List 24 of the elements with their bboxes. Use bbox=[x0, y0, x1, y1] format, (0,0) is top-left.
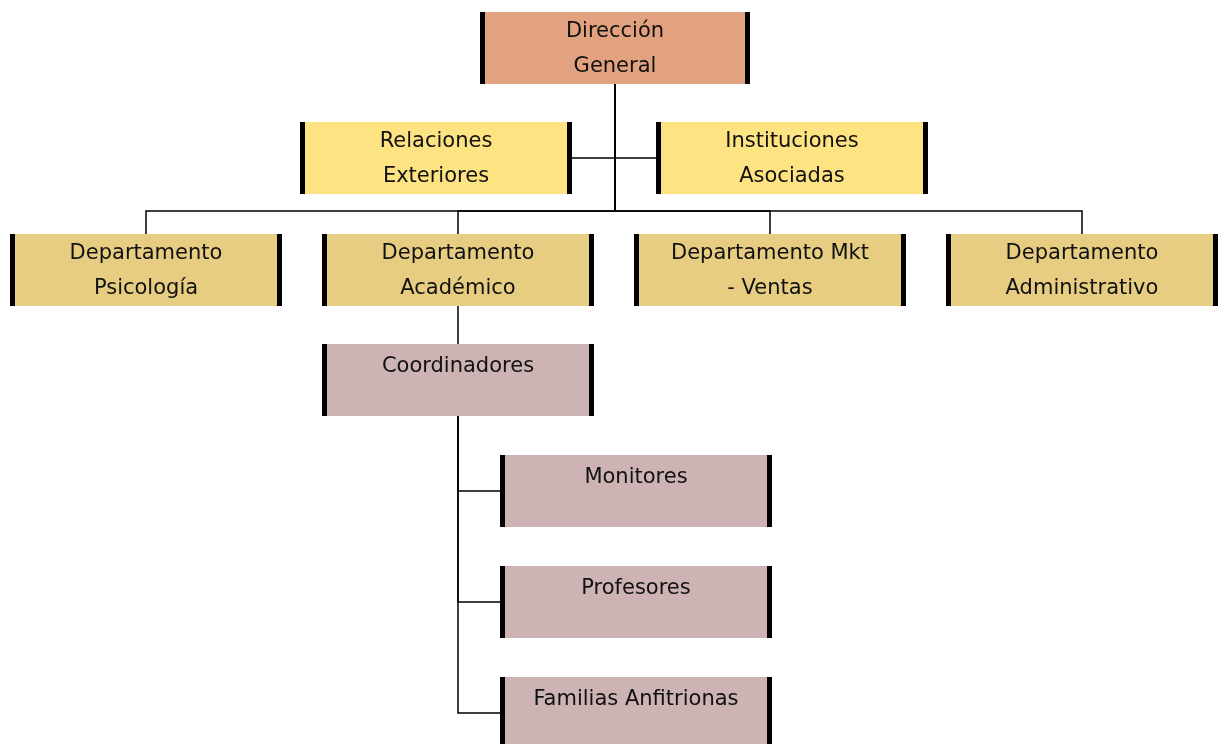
org-box bbox=[946, 234, 1218, 306]
org-box bbox=[322, 234, 594, 306]
org-box bbox=[10, 234, 282, 306]
box-label: Departamento Mkt - Ventas bbox=[670, 239, 870, 301]
org-box bbox=[500, 455, 772, 527]
box-label: Profesores bbox=[581, 574, 691, 601]
org-box bbox=[322, 344, 594, 416]
box-label: Dirección General bbox=[564, 17, 666, 79]
box-label: Relaciones Exteriores bbox=[378, 127, 494, 189]
org-box bbox=[500, 566, 772, 638]
org-box bbox=[634, 234, 906, 306]
box-label: Departamento Administrativo bbox=[1004, 239, 1160, 301]
box-label: Departamento Psicología bbox=[68, 239, 224, 301]
box-label: Coordinadores bbox=[381, 352, 535, 379]
box-label: Monitores bbox=[584, 463, 688, 490]
box-label: Departamento Académico bbox=[380, 239, 536, 301]
org-box bbox=[500, 677, 772, 744]
org-box bbox=[480, 12, 750, 84]
box-label: Familias Anfitrionas bbox=[533, 685, 739, 712]
connector-line bbox=[457, 415, 501, 714]
org-box bbox=[300, 122, 572, 194]
connector-line bbox=[457, 305, 459, 345]
org-box bbox=[656, 122, 928, 194]
box-label: Instituciones Asociadas bbox=[724, 127, 860, 189]
